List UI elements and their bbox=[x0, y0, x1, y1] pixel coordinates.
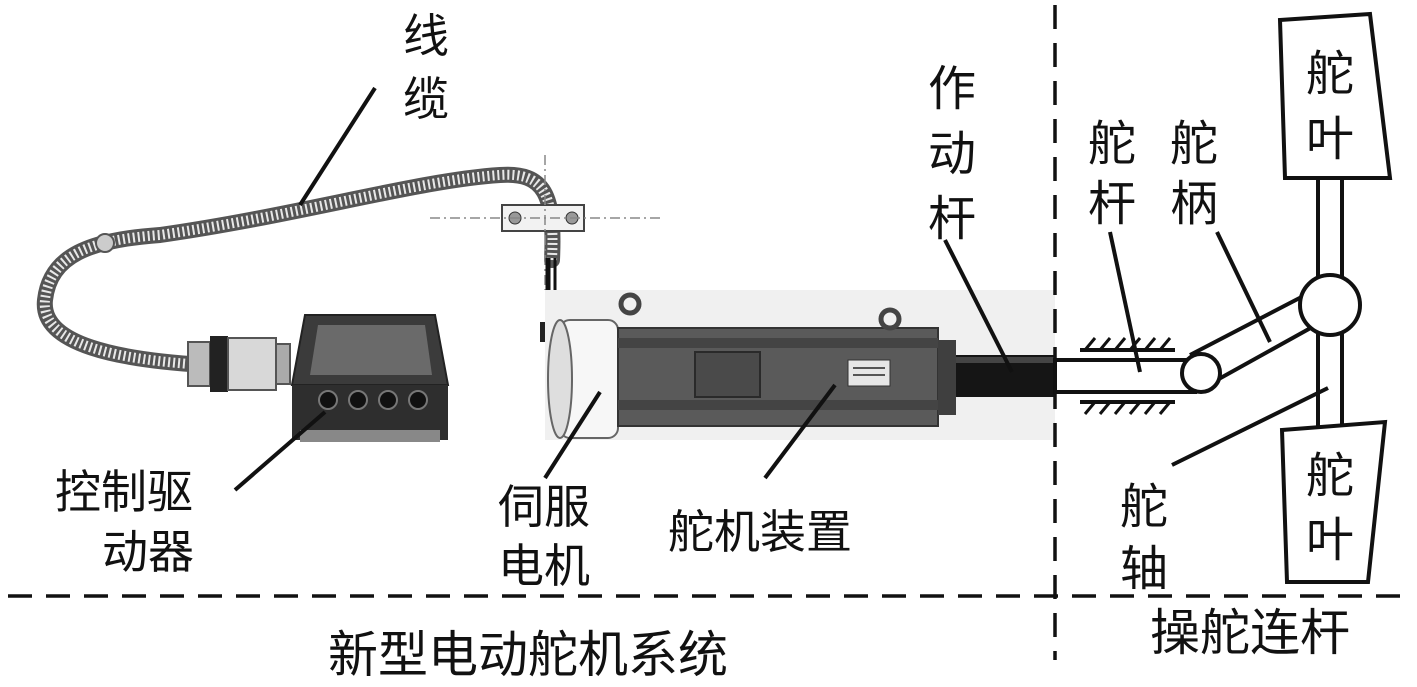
rudder-rod-label-1: 舵 bbox=[1088, 116, 1136, 172]
cable bbox=[36, 155, 660, 392]
controller-leader bbox=[233, 410, 327, 492]
actuator-rod-label-2: 动 bbox=[928, 126, 976, 182]
tiller-label-1: 舵 bbox=[1170, 116, 1218, 172]
rudder-shaft-label-2: 轴 bbox=[1120, 541, 1168, 597]
rudder-rod-leader bbox=[1108, 231, 1142, 373]
linkage-title: 操舵连杆 bbox=[1150, 604, 1350, 662]
rudder-blade-top-label-1: 舵 bbox=[1306, 46, 1354, 102]
rudder-shaft-leader bbox=[1171, 386, 1329, 467]
tiller-label-2: 柄 bbox=[1170, 176, 1218, 232]
steering-gear-leader bbox=[763, 383, 837, 480]
steering-gear-assembly bbox=[545, 290, 1055, 440]
rudder-shaft-label-1: 舵 bbox=[1120, 479, 1168, 535]
system-title: 新型电动舵机系统 bbox=[328, 626, 728, 684]
servo-label-1: 伺服 bbox=[498, 480, 590, 534]
servo-label-2: 电机 bbox=[498, 539, 590, 593]
steering-gear-label: 舵机装置 bbox=[668, 505, 852, 559]
controller-driver-box bbox=[290, 314, 450, 442]
rudder-blade-top-label-2: 叶 bbox=[1306, 111, 1354, 167]
controller-label-2: 动器 bbox=[102, 525, 194, 579]
actuator-rod-label-1: 作 bbox=[928, 61, 976, 117]
cable-label-2: 缆 bbox=[403, 72, 449, 126]
tiller-leader bbox=[1215, 231, 1272, 343]
servo-leader bbox=[543, 390, 602, 480]
rudder-rod-label-2: 杆 bbox=[1088, 176, 1136, 232]
rudder-linkage bbox=[1053, 11, 1393, 584]
actuator-rod-label-3: 杆 bbox=[928, 191, 976, 247]
controller-label-1: 控制驱 bbox=[55, 465, 193, 519]
cable-label-1: 线 bbox=[403, 9, 449, 63]
actuator-rod-leader bbox=[943, 239, 1014, 373]
cable-leader bbox=[298, 86, 377, 207]
rudder-blade-bottom-label-2: 叶 bbox=[1306, 512, 1354, 568]
rudder-blade-bottom-label-1: 舵 bbox=[1306, 448, 1354, 504]
